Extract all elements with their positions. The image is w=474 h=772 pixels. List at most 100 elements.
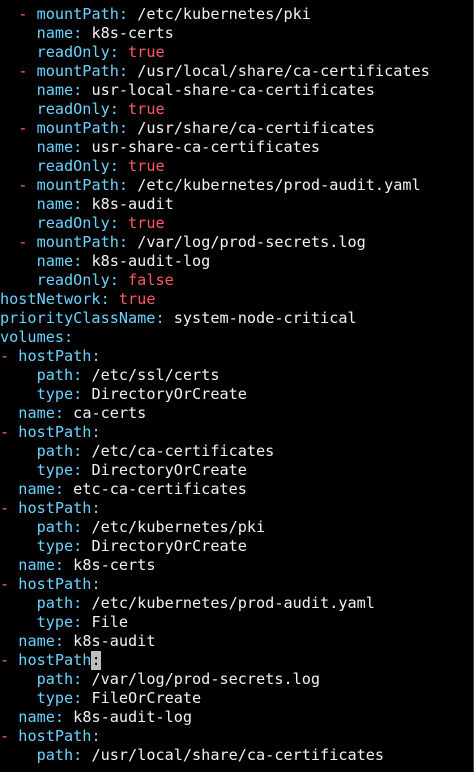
yaml-line: readOnly: true — [0, 43, 473, 62]
yaml-value: k8s-certs — [82, 24, 174, 42]
yaml-line: volumes: — [0, 328, 473, 347]
yaml-key: path — [36, 594, 74, 612]
yaml-line: name: k8s-audit — [0, 632, 473, 651]
yaml-colon: : — [91, 347, 101, 365]
yaml-line: name: usr-share-ca-certificates — [0, 138, 473, 157]
line-indent — [0, 404, 18, 423]
line-indent — [0, 556, 18, 575]
yaml-key: name — [36, 252, 74, 270]
yaml-line: - hostPath: — [0, 727, 473, 746]
yaml-key: name — [18, 404, 55, 422]
line-indent — [0, 689, 37, 708]
yaml-colon: : — [100, 290, 110, 308]
line-indent — [0, 233, 18, 252]
yaml-value: DirectoryOrCreate — [82, 461, 247, 479]
yaml-colon: : — [91, 575, 101, 593]
yaml-key: hostPath — [18, 575, 92, 593]
yaml-value: /etc/kubernetes/prod-audit.yaml — [82, 594, 375, 612]
yaml-line: priorityClassName: system-node-critical — [0, 309, 473, 328]
yaml-colon: : — [109, 214, 119, 232]
line-indent — [0, 24, 37, 43]
yaml-value: /etc/ssl/certs — [82, 366, 220, 384]
yaml-colon: : — [73, 613, 83, 631]
yaml-colon: : — [155, 309, 165, 327]
list-dash: - — [0, 575, 19, 593]
list-dash: - — [0, 727, 19, 745]
line-indent — [0, 594, 37, 613]
yaml-line: type: DirectoryOrCreate — [0, 385, 473, 404]
yaml-value: true — [118, 214, 165, 232]
yaml-line: name: k8s-audit-log — [0, 252, 473, 271]
list-dash: - — [0, 347, 19, 365]
yaml-value: /etc/kubernetes/pki — [128, 5, 311, 23]
yaml-line: path: /etc/ssl/certs — [0, 366, 473, 385]
yaml-value: ca-certs — [64, 404, 147, 422]
yaml-value: /var/log/prod-secrets.log — [128, 233, 366, 251]
text-cursor[interactable]: : — [91, 651, 101, 670]
yaml-line: - hostPath: — [0, 651, 473, 670]
yaml-colon: : — [73, 518, 83, 536]
yaml-line: name: ca-certs — [0, 404, 473, 423]
list-dash: - — [18, 62, 37, 80]
yaml-colon: : — [109, 43, 119, 61]
yaml-key: readOnly — [36, 43, 110, 61]
line-indent — [0, 708, 18, 727]
yaml-value: /etc/ca-certificates — [82, 442, 275, 460]
yaml-colon: : — [73, 81, 83, 99]
line-indent — [0, 119, 18, 138]
yaml-value: true — [109, 290, 156, 308]
yaml-key: type — [36, 537, 74, 555]
line-indent — [0, 518, 37, 537]
yaml-value: k8s-audit — [64, 632, 156, 650]
yaml-line: - mountPath: /etc/kubernetes/pki — [0, 5, 473, 24]
yaml-value: DirectoryOrCreate — [82, 385, 247, 403]
yaml-value: k8s-audit — [82, 195, 174, 213]
yaml-value: k8s-audit-log — [64, 708, 193, 726]
line-indent — [0, 157, 37, 176]
yaml-line: type: DirectoryOrCreate — [0, 461, 473, 480]
yaml-colon: : — [54, 556, 65, 574]
yaml-key: name — [18, 632, 55, 650]
yaml-key: type — [36, 689, 74, 707]
line-indent — [0, 176, 18, 195]
yaml-colon: : — [64, 328, 74, 346]
line-indent — [0, 480, 18, 499]
yaml-colon: : — [118, 62, 129, 80]
yaml-line: - hostPath: — [0, 423, 473, 442]
line-indent — [0, 385, 37, 404]
yaml-value: /etc/kubernetes/pki — [82, 518, 266, 536]
yaml-colon: : — [73, 689, 83, 707]
yaml-colon: : — [73, 537, 83, 555]
yaml-value: true — [118, 100, 165, 118]
yaml-line: path: /usr/local/share/ca-certificates — [0, 746, 473, 765]
list-dash: - — [18, 119, 37, 137]
yaml-value: /etc/kubernetes/prod-audit.yaml — [128, 176, 421, 194]
yaml-colon: : — [73, 195, 83, 213]
line-indent — [0, 100, 37, 119]
yaml-colon: : — [73, 385, 83, 403]
yaml-value: /usr/local/share/ca-certificates — [82, 746, 385, 764]
yaml-line: name: k8s-audit-log — [0, 708, 473, 727]
yaml-key: name — [36, 81, 74, 99]
yaml-value: system-node-critical — [164, 309, 357, 327]
yaml-line: path: /etc/kubernetes/prod-audit.yaml — [0, 594, 473, 613]
yaml-colon: : — [118, 5, 129, 23]
yaml-line: hostNetwork: true — [0, 290, 473, 309]
yaml-key: priorityClassName — [0, 309, 156, 327]
yaml-value: /var/log/prod-secrets.log — [82, 670, 321, 688]
list-dash: - — [0, 423, 19, 441]
yaml-content: - mountPath: /etc/kubernetes/pki name: k… — [0, 5, 473, 765]
yaml-value: DirectoryOrCreate — [82, 537, 247, 555]
yaml-line: type: FileOrCreate — [0, 689, 473, 708]
line-indent — [0, 62, 18, 81]
yaml-colon: : — [73, 442, 83, 460]
yaml-line: name: k8s-certs — [0, 556, 473, 575]
yaml-colon: : — [91, 423, 101, 441]
yaml-value: k8s-audit-log — [82, 252, 211, 270]
yaml-key: readOnly — [36, 271, 110, 289]
yaml-colon: : — [73, 594, 83, 612]
yaml-value: /usr/local/share/ca-certificates — [128, 62, 430, 80]
line-indent — [0, 195, 37, 214]
yaml-key: name — [18, 708, 55, 726]
